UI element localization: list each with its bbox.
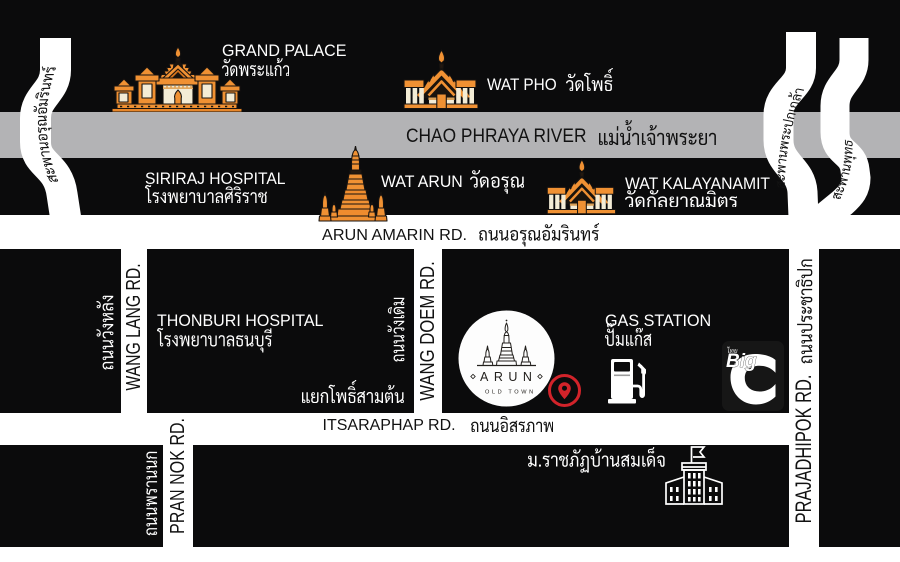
svg-text:ARUN: ARUN — [480, 370, 537, 384]
svg-text:OLD TOWN: OLD TOWN — [485, 390, 536, 396]
svg-text:Big: Big — [726, 351, 757, 372]
